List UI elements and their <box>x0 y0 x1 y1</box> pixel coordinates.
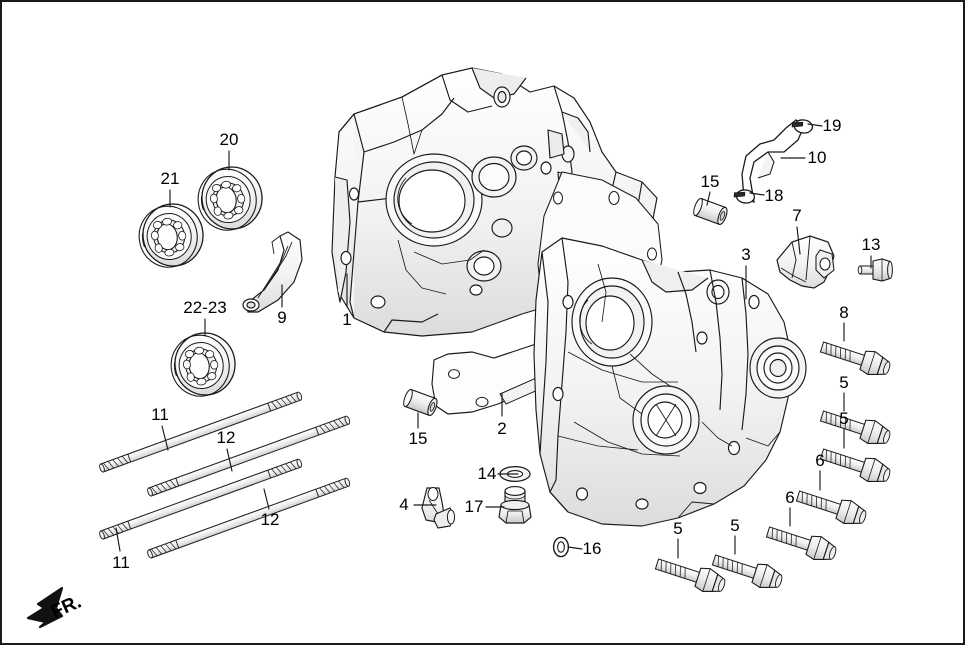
callout-label-dowel-pin: 15 <box>408 429 428 448</box>
callout-label-hose-clamp: 18 <box>764 186 784 205</box>
part-flange-bolt-5b <box>817 442 894 488</box>
part-ball-bearing-20 <box>193 162 267 235</box>
part-chain-guide-bracket <box>776 235 835 289</box>
callout-label-crankcase-right-half: 3 <box>741 245 751 264</box>
orientation-arrow-icon <box>26 586 64 629</box>
part-crankcase-right-half <box>533 237 807 527</box>
callout-label-gearshift-arm: 9 <box>277 308 287 327</box>
leader-line-hose-clamp <box>807 123 823 127</box>
part-stud-bolt-11-b <box>99 458 303 540</box>
callout-label-stud-bolt-long: 11 <box>151 405 169 424</box>
leader-line-o-ring <box>567 546 583 550</box>
part-flange-bolt-6b <box>763 520 840 566</box>
part-flange-bolt-5a <box>817 404 894 450</box>
part-o-ring <box>552 536 570 558</box>
part-dowel-pin-15-b <box>403 388 438 417</box>
callout-leader-lines <box>115 123 872 559</box>
callout-label-ball-bearing: 22-23 <box>183 298 227 317</box>
part-breather-hose <box>741 119 805 204</box>
callout-label-stud-bolt: 12 <box>260 510 280 529</box>
callout-label-stud-bolt-long: 11 <box>112 553 130 572</box>
callout-label-ball-bearing: 21 <box>160 169 180 188</box>
part-stud-bolt-11-a <box>99 391 303 473</box>
callout-label-sealing-washer: 14 <box>477 464 497 483</box>
part-crankcase-left-half <box>331 67 658 337</box>
part-flange-bolt-6a <box>793 484 870 530</box>
leader-line-dowel-pin <box>706 191 711 206</box>
callout-label-crankcase-left-half: 1 <box>342 310 352 329</box>
callout-label-crankcase-gasket: 2 <box>497 419 507 438</box>
leader-line-stud-bolt-long <box>115 527 121 552</box>
callout-label-bracket-bolt: 13 <box>861 235 881 254</box>
callout-label-flange-bolt-long: 6 <box>815 451 825 470</box>
part-stud-bolt-12-a <box>147 415 351 497</box>
part-ball-bearing-22-23 <box>166 328 240 401</box>
callout-label-flange-bolt: 5 <box>730 516 740 535</box>
part-dowel-pin-15-a <box>693 197 728 226</box>
callout-label-flange-bolt-long: 6 <box>785 488 795 507</box>
part-gearshift-arm <box>242 231 303 313</box>
callout-label-o-ring: 16 <box>582 539 602 558</box>
leader-line-stud-bolt-long <box>161 425 169 451</box>
leader-line-stud-bolt <box>263 488 270 510</box>
leader-line-hose-clamp <box>749 192 765 196</box>
callout-label-breather-hose: 10 <box>807 148 827 167</box>
part-oil-jet-nozzle <box>421 487 456 529</box>
part-bracket-bolt <box>857 258 893 282</box>
part-ball-bearing-21 <box>134 199 208 272</box>
part-flange-bolt-8 <box>817 335 894 381</box>
leader-line-chain-guide-bracket <box>796 226 801 255</box>
part-drain-plug <box>498 486 532 524</box>
callout-label-drain-plug: 17 <box>464 497 484 516</box>
callout-label-chain-guide-bracket: 7 <box>792 206 802 225</box>
leader-line-stud-bolt <box>226 448 233 472</box>
callout-label-stud-bolt: 12 <box>216 428 236 447</box>
callout-label-hose-clamp: 19 <box>822 116 842 135</box>
callout-label-dowel-pin: 15 <box>700 172 720 191</box>
callout-label-flange-bolt: 5 <box>839 409 849 428</box>
callout-label-flange-bolt: 5 <box>673 519 683 538</box>
callout-label-flange-bolt-short: 8 <box>839 303 849 322</box>
callout-label-oil-jet-nozzle: 4 <box>399 495 409 514</box>
callout-label-flange-bolt: 5 <box>839 373 849 392</box>
callout-label-ball-bearing: 20 <box>219 130 239 149</box>
part-stud-bolt-12-b <box>147 477 351 559</box>
